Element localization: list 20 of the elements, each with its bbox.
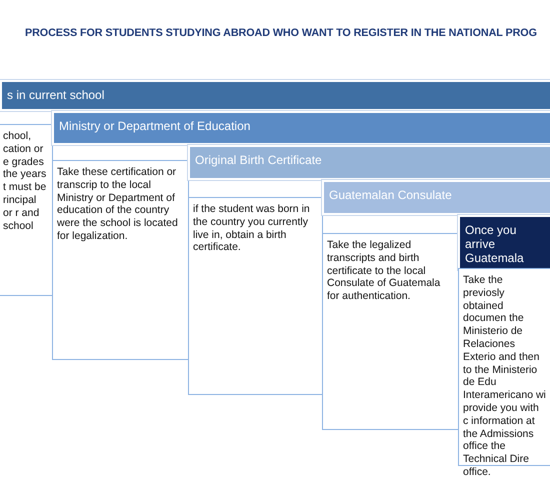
step-title: Once you arrive Guatemala [465, 223, 525, 265]
step-description-box [0, 124, 53, 296]
step-description: if the student was born in the country you currently live in, obtain a birth certificate. [193, 203, 311, 254]
step-header-band [0, 80, 550, 111]
step-description: Take the previosly obtained documen the Ministerio de Relaciones Exterio and then to the Ministerio de Edu Interamericano wi provide you with c information at the Admissions office the Technical Dire office. [463, 274, 547, 479]
step-description-box [52, 160, 189, 360]
step-title: Original Birth Certificate [195, 153, 323, 167]
step-header-band [458, 215, 550, 270]
step-description: chool, cation or e grades the years t must be rincipal or r and school [2, 130, 48, 232]
step-header-band [52, 111, 550, 145]
step-title: Guatemalan Consulate [329, 188, 453, 202]
step-description: Take these certification or transcrip to the local Ministry or Department of education of the country were the school is located for legalization. [57, 166, 179, 243]
step-title: s in current school [7, 88, 106, 102]
step-description-box [322, 233, 459, 430]
step-description-box [188, 197, 323, 395]
step-title: Ministry or Department of Education [59, 119, 252, 133]
title: PROCESS FOR STUDENTS STUDYING ABROAD WHO WANT TO REGISTER IN THE NATIONAL PROG [25, 27, 537, 39]
step-header-band [188, 145, 550, 180]
step-header-band [322, 180, 550, 215]
step-description: Take the legalized transcripts and birth certificate to the local Consulate of Guatemala for authentication. [327, 239, 442, 303]
